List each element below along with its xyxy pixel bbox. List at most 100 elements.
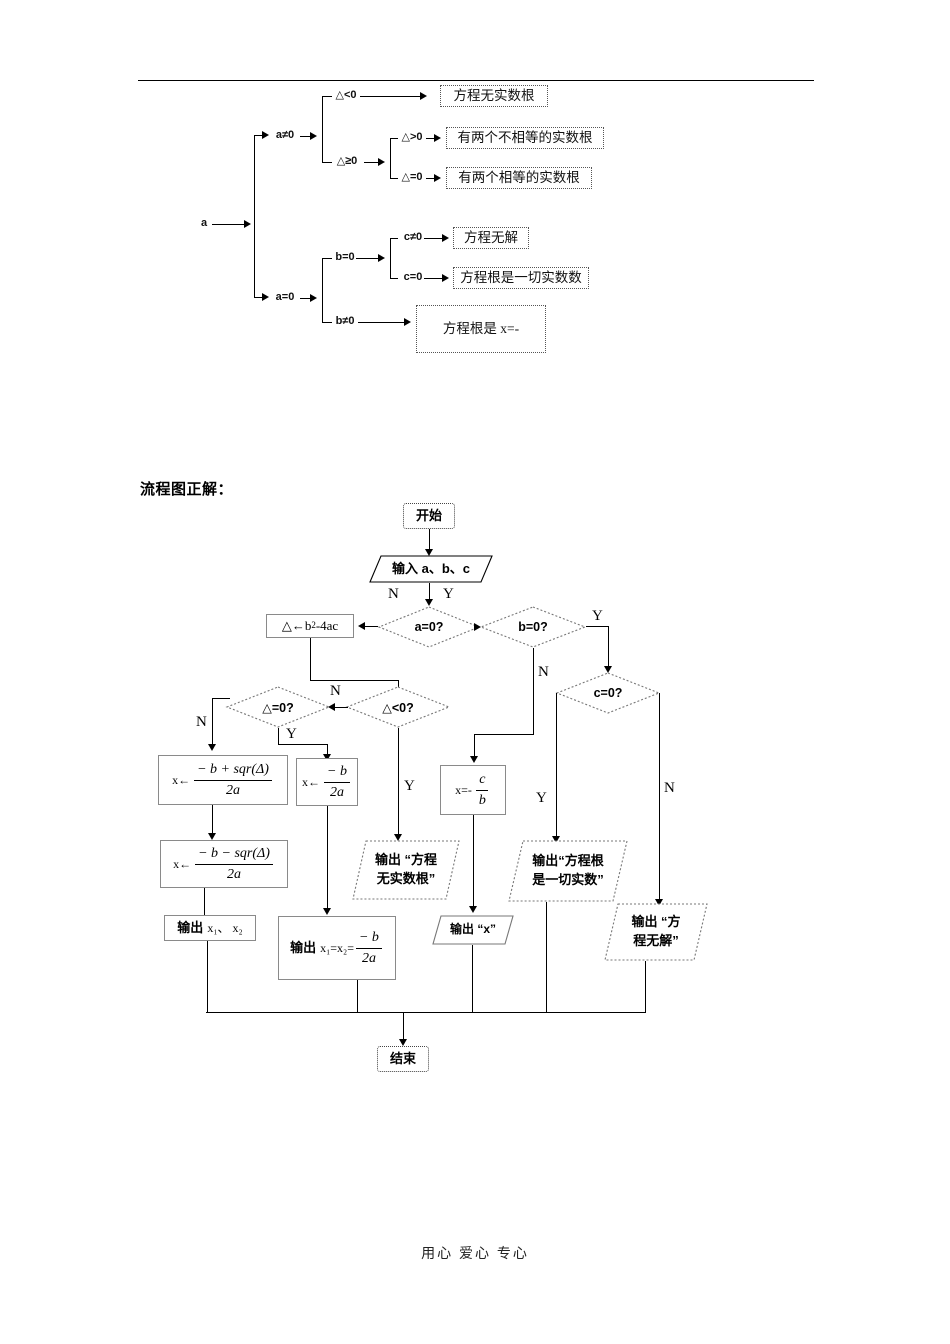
flow-process-x2: x← − b − sqr(Δ) 2a: [160, 840, 288, 888]
tree-az-out-line: [300, 298, 312, 299]
header-rule: [138, 80, 814, 81]
delta-arrow: ←: [291, 617, 305, 633]
flow-bzero-no-h: [474, 734, 534, 735]
flow-x1-to-x2-line: [212, 805, 213, 837]
page-footer: 用心 爱心 专心: [421, 1245, 529, 1261]
flow-output-x1-eq-x2: 输出 x₁=x₂= − b 2a: [278, 916, 396, 980]
tree-root-arrow: [244, 220, 251, 228]
flow-input-io: 输入 a、b、c: [369, 555, 493, 583]
tree-result-no-solution: 方程无解: [453, 227, 529, 249]
tree-bnz-stub: [322, 322, 332, 323]
tree-deltalt-arrow: [420, 92, 427, 100]
flow-dlt-yes-arrow: [394, 834, 402, 841]
tree-label-delta-gt: △>0: [401, 131, 423, 144]
flow-output-no-real-root: 输出 “方程 无实数根”: [352, 840, 460, 900]
tree-root-line: [212, 224, 246, 225]
flow-deq-no-hline: [212, 698, 230, 699]
output-no-real-root-line1: 输出 “方程: [374, 852, 438, 868]
process-xc-numerator: c: [476, 771, 489, 791]
branch-label-dlt-n: N: [330, 683, 341, 699]
output-no-solution-line2: 程无解”: [633, 933, 679, 948]
tree-deltaeq-arrow: [434, 174, 441, 182]
branch-label-czero-y: Y: [536, 790, 547, 806]
flow-delta-down-line: [310, 638, 311, 680]
branch-label-deq-y: Y: [286, 726, 297, 742]
tree-deltagt-line: [426, 138, 436, 139]
branch-label-bzero-n: N: [538, 664, 549, 680]
tree-deltalt-line: [360, 96, 422, 97]
flow-output-x1-x2: 输出 x₁、 x₂: [164, 915, 256, 941]
flow-dlt-to-deq-arrow: [328, 703, 335, 711]
page-title: 流程图正解：: [140, 481, 234, 498]
flow-start-to-input-arrow: [425, 549, 433, 556]
flow-decision-b-zero-label: b=0?: [518, 620, 548, 634]
tree-bzero-stub: [322, 258, 332, 259]
flow-czero-yes-arrow: [552, 836, 560, 843]
delta-expr-sup: 2: [311, 620, 316, 631]
tree-branch-az-line: [254, 297, 264, 298]
flow-xc-to-out-arrow: [469, 906, 477, 913]
tree-deltage-arrow: [378, 158, 385, 166]
flow-output-all-reals: 输出“方程根 是一切实数”: [508, 840, 628, 902]
tree-root-label: a: [200, 217, 208, 230]
tree-bzero-arrow: [378, 254, 385, 262]
output-all-reals-line2: 是一切实数”: [532, 872, 604, 887]
flow-decision-c-zero-label: c=0?: [593, 686, 623, 700]
flow-dlt-to-deq-line: [330, 707, 348, 708]
flow-a-to-delta-arrow: [358, 622, 365, 630]
output-print-x-line1: 输出 “x”: [449, 922, 496, 937]
output-all-reals-line1: 输出“方程根: [532, 853, 604, 869]
output-x1x2-body: x₁、 x₂: [207, 920, 243, 935]
tree-branch-az-arrow: [262, 293, 269, 301]
tree-deltagt-stub: [390, 138, 398, 139]
flow-delta-right-line: [310, 680, 399, 681]
tree-result-two-equal: 有两个相等的实数根: [446, 167, 592, 189]
flow-deq-yes-v2: [327, 744, 328, 758]
process-xc-lead: x=-: [455, 782, 472, 797]
tree-result-two-distinct: 有两个不相等的实数根: [446, 127, 604, 149]
process-x2-lead: x←: [173, 856, 192, 871]
flow-deq-yes-h: [278, 744, 328, 745]
flow-xb-to-out-arrow: [323, 908, 331, 915]
tree-deltalt-stub: [322, 96, 332, 97]
tree-deltage-line: [364, 162, 380, 163]
tree-anz-out-line: [300, 136, 312, 137]
tree-label-c-zero: c=0: [403, 271, 423, 284]
tree-deltaeq-line: [426, 178, 436, 179]
branch-label-input-y: Y: [443, 586, 454, 602]
flow-input-to-a-arrow: [425, 599, 433, 606]
process-xb-numerator: − b: [324, 763, 350, 783]
flow-process-x1: x← − b + sqr(Δ) 2a: [158, 755, 288, 805]
flow-decision-c-zero: c=0?: [555, 672, 661, 714]
join-to-end-line: [403, 1012, 404, 1043]
tree-label-b-zero: b=0: [335, 251, 355, 264]
process-x1-denominator: 2a: [226, 782, 240, 798]
flow-input-to-a-line: [429, 583, 430, 603]
tree-deltagt-arrow: [434, 134, 441, 142]
tree-label-a-nonzero: a≠0: [275, 129, 295, 142]
tree-cnz-stub: [390, 238, 398, 239]
flow-deq-no-vline: [212, 698, 213, 748]
tree-label-b-nonzero: b≠0: [335, 315, 355, 328]
flow-czero-no-arrow: [655, 899, 663, 906]
output-x1eqx2-denominator: 2a: [361, 950, 376, 966]
branch-label-input-n: N: [388, 586, 399, 602]
branch-label-deq-n: N: [196, 714, 207, 730]
tree-label-a-zero: a=0: [275, 291, 295, 304]
branch-label-dlt-y: Y: [404, 778, 415, 794]
flow-process-xc: x=- c b: [440, 765, 506, 815]
tree-label-delta-eq: △=0: [401, 171, 423, 184]
flow-allreals-to-join-line: [546, 902, 547, 1012]
flow-dlt-yes-line: [398, 728, 399, 838]
flow-decision-delta-eq: △=0?: [225, 686, 331, 728]
join-bus: [206, 1012, 646, 1013]
flow-xb-to-out-line: [327, 806, 328, 912]
flow-bzero-no-arrow: [470, 756, 478, 763]
tree-bnz-arrow: [404, 318, 411, 326]
tree-deltage-stub: [322, 162, 332, 163]
output-x1x2-lead: 输出: [177, 919, 204, 935]
branch-label-czero-n: N: [664, 780, 675, 796]
tree-deltaeq-stub: [390, 178, 398, 179]
tree-result-all-reals: 方程根是一切实数数: [453, 267, 589, 289]
